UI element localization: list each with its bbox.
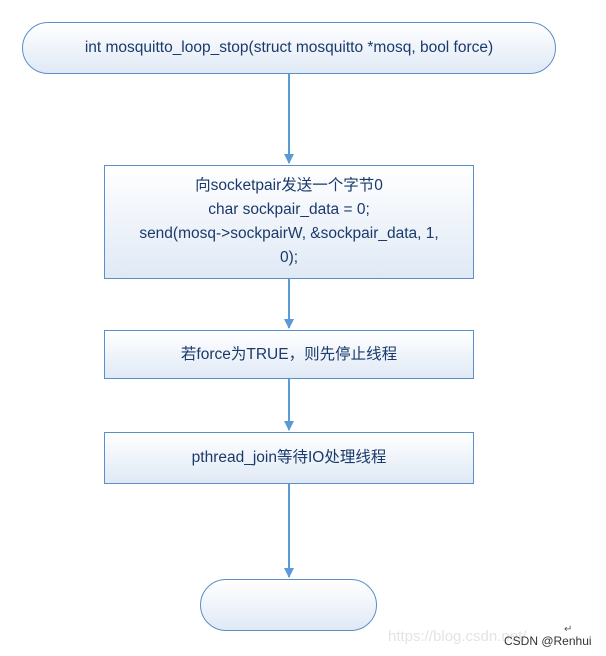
step1-line-4: 0);	[279, 249, 299, 266]
return-mark-icon: ↵	[564, 624, 573, 635]
step3-text: pthread_join等待IO处理线程	[191, 449, 387, 466]
end-node	[200, 579, 377, 631]
step1-line-1: 向socketpair发送一个字节0	[195, 177, 383, 194]
step2-node: 若force为TRUE，则先停止线程	[104, 330, 474, 379]
step3-node: pthread_join等待IO处理线程	[104, 432, 474, 484]
step1-line-2: char sockpair_data = 0;	[208, 201, 370, 218]
step1-node: 向socketpair发送一个字节0 char sockpair_data = …	[104, 165, 474, 279]
step2-text: 若force为TRUE，则先停止线程	[180, 345, 398, 363]
credit-text: CSDN @Renhui	[504, 634, 592, 648]
watermark-text: https://blog.csdn.net/	[388, 628, 527, 645]
step1-line-3: send(mosq->sockpairW, &sockpair_data, 1,	[139, 225, 439, 242]
start-node-text: int mosquitto_loop_stop(struct mosquitto…	[84, 39, 494, 56]
start-node: int mosquitto_loop_stop(struct mosquitto…	[22, 22, 556, 74]
